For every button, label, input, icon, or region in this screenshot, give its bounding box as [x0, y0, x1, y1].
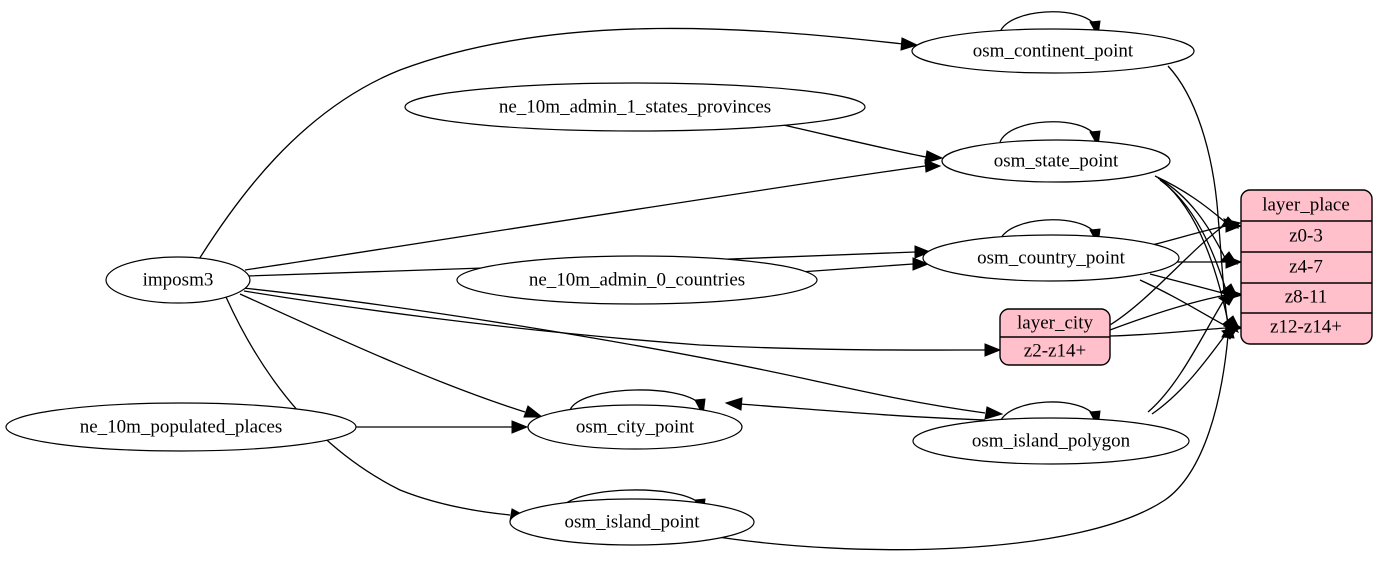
- node-osm_continent_point-shape[interactable]: [911, 28, 1195, 74]
- record-layer_city-header: layer_city: [1017, 312, 1093, 333]
- arrowhead: [924, 159, 942, 173]
- edge-osm_state_point-to-z4-7: [1157, 177, 1226, 259]
- arrowhead: [900, 37, 919, 51]
- record-layer_place-row-z8-11[interactable]: z8-11: [1285, 286, 1328, 307]
- arrowhead: [1221, 321, 1235, 339]
- edge-ne_countries-to-osm_country_point: [799, 263, 914, 273]
- node-ne_countries-label: ne_10m_admin_0_countries: [529, 269, 745, 290]
- edge-imposm3-to-layer_city: [243, 290, 986, 351]
- node-osm_city_point-label: osm_city_point: [576, 416, 695, 437]
- edge-imposm3-to-osm_state_point: [244, 165, 926, 271]
- node-imposm3-label: imposm3: [143, 269, 214, 290]
- record-layer_place-header: layer_place: [1262, 194, 1350, 215]
- edge-layer_city-to-z0-3: [1109, 223, 1227, 326]
- arrowhead: [984, 406, 1004, 420]
- node-osm_state_point[interactable]: osm_state_point: [941, 139, 1171, 183]
- node-ne_countries-shape[interactable]: [456, 255, 818, 305]
- record-layer_city-row-z2[interactable]: z2-z14+: [1024, 340, 1086, 361]
- edge-layer_city-to-z12: [1109, 327, 1227, 337]
- selfloop-osm_island_polygon: [999, 401, 1096, 423]
- edge-osm_country_point-to-z8-11: [1149, 273, 1227, 295]
- node-osm_island_polygon-shape[interactable]: [912, 417, 1190, 465]
- node-imposm3[interactable]: imposm3: [105, 256, 251, 304]
- record-node-layer_city[interactable]: layer_city z2-z14+: [999, 308, 1111, 366]
- node-ne_populated-shape[interactable]: [5, 402, 357, 452]
- node-imposm3-shape[interactable]: [105, 256, 251, 304]
- node-ne_states-label: ne_10m_admin_1_states_provinces: [499, 96, 771, 117]
- arrowhead: [914, 245, 932, 259]
- node-ne_states-shape[interactable]: [404, 82, 866, 132]
- node-osm_country_point-shape[interactable]: [922, 234, 1180, 282]
- node-osm_continent_point-label: osm_continent_point: [973, 40, 1134, 61]
- arrowhead: [1217, 292, 1238, 306]
- arrowhead: [1225, 255, 1243, 269]
- edge-imposm3-to-osm_island_polygon: [242, 287, 986, 414]
- arrowhead: [912, 257, 930, 271]
- arrowhead: [724, 397, 743, 411]
- edge-layer_city-to-z8-11: [1109, 294, 1227, 331]
- node-osm_country_point[interactable]: osm_country_point: [922, 234, 1180, 282]
- arrowhead: [1223, 218, 1242, 231]
- edge-osm_country_point-to-z12: [1139, 279, 1227, 327]
- node-ne_10m_populated_places[interactable]: ne_10m_populated_places: [5, 402, 357, 452]
- node-ne_10m_admin_1_states_provinces[interactable]: ne_10m_admin_1_states_provinces: [404, 82, 866, 132]
- record-layer_place-row-z12[interactable]: z12-z14+: [1270, 316, 1342, 337]
- arrowhead: [984, 343, 1002, 357]
- node-osm_state_point-label: osm_state_point: [994, 150, 1119, 171]
- edge-osm_state_point-to-z0-3: [1154, 175, 1226, 223]
- record-layer_place-box[interactable]: [1240, 189, 1373, 345]
- node-osm_island_polygon-label: osm_island_polygon: [972, 430, 1131, 451]
- node-osm_city_point[interactable]: osm_city_point: [527, 404, 743, 450]
- edge-osm_island_point-to-z12: [704, 335, 1229, 551]
- edge-layer: [195, 11, 1244, 551]
- record-layer_place-row-z4-7[interactable]: z4-7: [1289, 256, 1323, 277]
- node-osm_island_point-shape[interactable]: [509, 498, 755, 546]
- edge-imposm3-to-osm_continent_point: [195, 27, 904, 265]
- edge-osm_state_point-to-z12: [1161, 180, 1229, 323]
- node-osm_island_polygon[interactable]: osm_island_polygon: [912, 417, 1190, 465]
- node-osm_state_point-shape[interactable]: [941, 139, 1171, 183]
- node-ne_populated-label: ne_10m_populated_places: [80, 416, 283, 437]
- selfloop-osm_country_point: [999, 219, 1096, 241]
- node-osm_island_point[interactable]: osm_island_point: [509, 498, 755, 546]
- edge-imposm3-to-osm_city_point: [239, 293, 526, 413]
- edge-ne_states-to-osm_state_point: [769, 121, 927, 158]
- arrowhead: [511, 420, 529, 434]
- record-node-layer_place[interactable]: layer_place z0-3 z4-7 z8-11 z12-z14+: [1240, 189, 1373, 345]
- selfloop-osm_city_point: [569, 389, 701, 411]
- edge-osm_island_polygon-to-osm_city_point: [739, 403, 986, 421]
- edge-osm_island_polygon-to-z8-11: [1147, 299, 1225, 413]
- node-osm_country_point-label: osm_country_point: [977, 247, 1125, 268]
- node-osm_city_point-shape[interactable]: [527, 404, 743, 450]
- edge-imposm3-to-osm_island_point: [225, 296, 511, 516]
- node-osm_island_point-label: osm_island_point: [564, 511, 700, 532]
- selfloop-osm_state_point: [999, 121, 1096, 143]
- node-ne_10m_admin_0_countries[interactable]: ne_10m_admin_0_countries: [456, 255, 818, 305]
- selfloop-osm_continent_point: [999, 11, 1096, 33]
- edge-osm_island_polygon-to-z12: [1151, 333, 1227, 415]
- arrowhead: [924, 150, 944, 164]
- record-layer_place-row-z0-3[interactable]: z0-3: [1289, 225, 1323, 246]
- arrowhead: [523, 405, 544, 418]
- edge-osm_country_point-to-z0-3: [1151, 225, 1227, 246]
- node-layer: imposm3 ne_10m_admin_1_states_provinces …: [5, 28, 1373, 546]
- node-osm_continent_point[interactable]: osm_continent_point: [911, 28, 1195, 74]
